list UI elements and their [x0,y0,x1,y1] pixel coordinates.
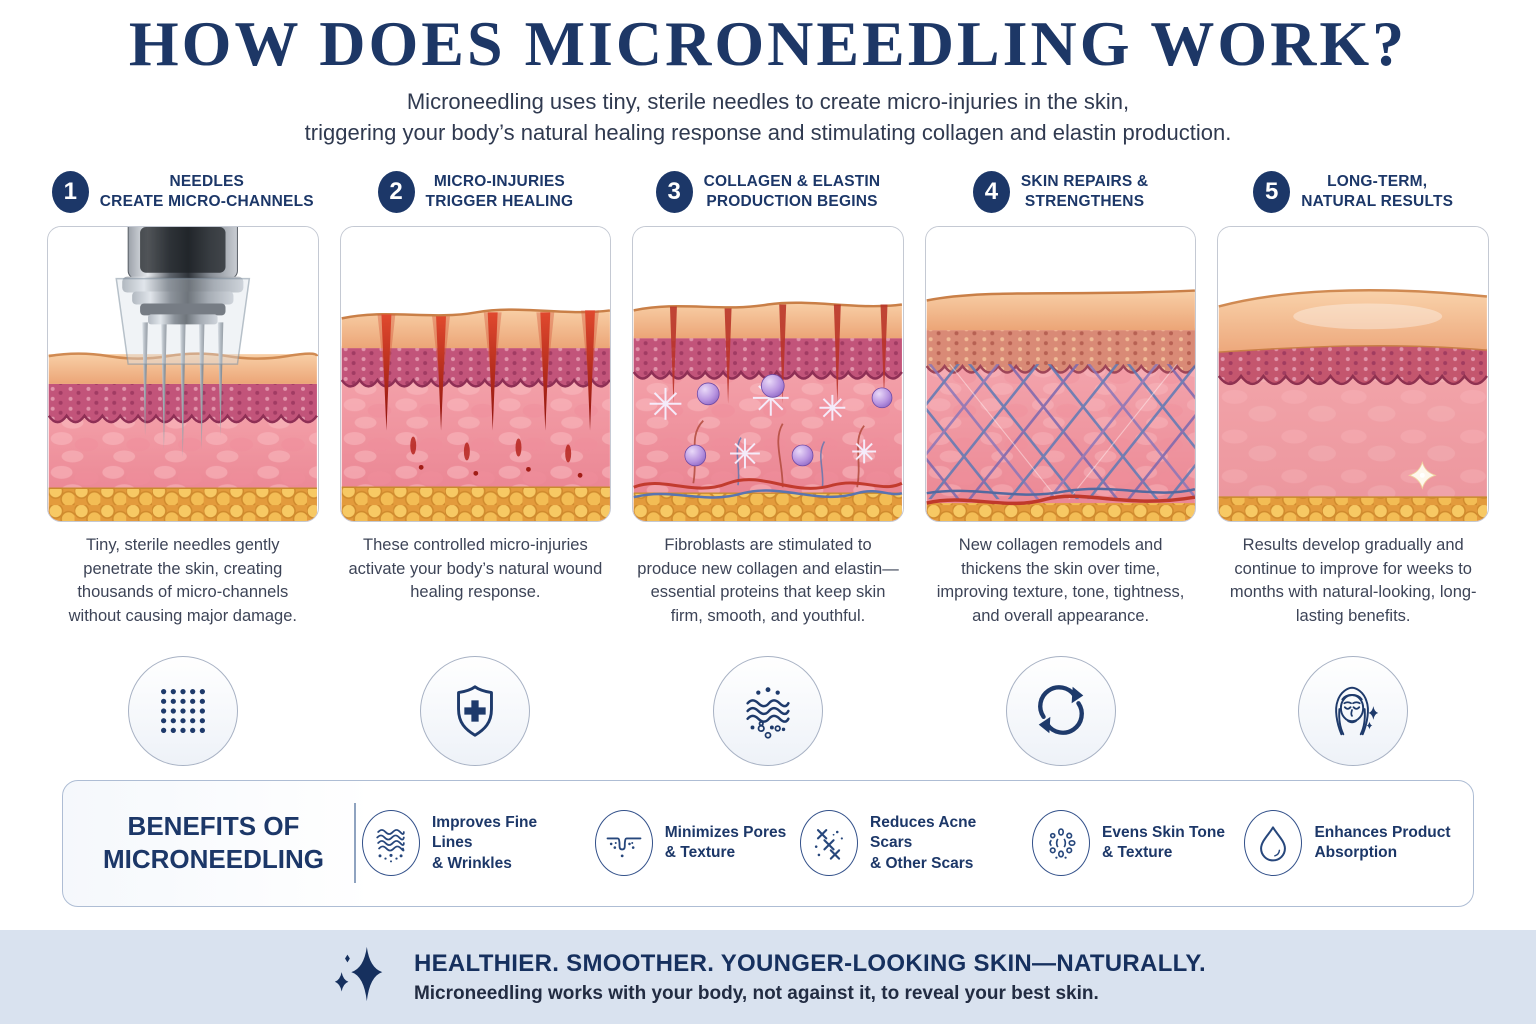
step-1-header: 1 NEEDLES CREATE MICRO-CHANNELS [47,166,319,218]
collagen-waves-icon [712,655,823,766]
pores-icon [594,810,653,877]
step-4-title: SKIN REPAIRS & STRENGTHENS [1020,172,1149,210]
result-sparkle [1408,460,1438,490]
healing-channels [670,304,888,404]
benefit-item-acne-scars: Reduces Acne Scars & Other Scars [800,810,1019,877]
blood-vessels [633,419,903,499]
step-1-description: Tiny, sterile needles gently penetrate t… [68,535,297,625]
step-3-title: COLLAGEN & ELASTIN PRODUCTION BEGINS [703,172,881,210]
collagen-lattice [926,363,1195,500]
step-3-description: Fibroblasts are stimulated to produce ne… [637,535,899,625]
header: HOW DOES MICRONEEDLING WORK? Microneedli… [0,0,1536,148]
collagen-sparkles [649,379,877,469]
acne-scars-icon [800,810,858,877]
subtitle-line-2: triggering your body’s natural healing r… [304,119,1232,145]
benefit-label: Enhances Product Absorption [1314,823,1451,862]
skin-illustration-step-2 [339,225,612,522]
skin-illustration-step-1 [47,225,319,522]
step-3-number-badge: 3 [655,170,693,213]
skin-illustration-step-5 [1217,225,1489,522]
needles [142,322,224,458]
step-5-number-badge: 5 [1253,170,1291,213]
benefit-item-fine-lines: Improves Fine Lines & Wrinkles [362,810,581,877]
footer-banner: HEALTHIER. SMOOTHER. YOUNGER-LOOKING SKI… [0,930,1536,1024]
fibroblasts [684,374,893,467]
microneedling-device [115,226,251,365]
blood-vessels [926,487,1195,506]
face-sparkle-icon [1298,655,1409,766]
benefit-label: Improves Fine Lines & Wrinkles [432,813,538,872]
droplet-icon [1244,810,1303,877]
collagen-network-illustration [925,226,1196,521]
benefit-label: Minimizes Pores & Texture [664,823,787,862]
fine-lines-icon [362,810,420,877]
benefit-item-skin-tone: Evens Skin Tone & Texture [1019,810,1238,877]
skin-device-illustration [48,226,318,521]
footer-text: HEALTHIER. SMOOTHER. YOUNGER-LOOKING SKI… [414,950,1206,1005]
step-4-number-badge: 4 [972,170,1010,213]
step-5-header: 5 LONG-TERM, NATURAL RESULTS [1217,166,1489,218]
step-5-title: LONG-TERM, NATURAL RESULTS [1301,172,1454,210]
skin-layers [633,301,903,521]
benefit-item-absorption: Enhances Product Absorption [1238,810,1457,877]
step-1-number-badge: 1 [51,170,89,213]
skin-layers [1218,288,1488,521]
healthy-skin-illustration [1218,226,1488,521]
shield-plus-icon [420,655,531,766]
step-2-number-badge: 2 [377,170,415,213]
footer-headline: HEALTHIER. SMOOTHER. YOUNGER-LOOKING SKI… [413,949,1207,977]
micro-injury-illustration [340,226,611,521]
step-column-2: 2 MICRO-INJURIES TRIGGER HEALING [339,166,612,766]
sparkle-icon [330,942,392,1013]
subtitle-line-1: Microneedling uses tiny, sterile needles… [406,89,1130,115]
skin-tone-icon [1032,810,1091,877]
benefit-label: Evens Skin Tone & Texture [1102,823,1225,862]
benefit-item-pores: Minimizes Pores & Texture [581,810,800,877]
step-5-description: Results develop gradually and continue t… [1229,535,1477,625]
step-column-5: 5 LONG-TERM, NATURAL RESULTS [1217,166,1489,766]
page-subtitle: Microneedling uses tiny, sterile needles… [0,87,1536,148]
step-column-4: 4 SKIN REPAIRS & STRENGTHENS [924,166,1197,766]
benefits-bar: BENEFITS OF MICRONEEDLING [62,779,1474,907]
benefits-divider [354,803,356,884]
benefit-label: Reduces Acne Scars & Other Scars [870,813,977,872]
micro-injury-channels [377,310,599,478]
step-2-description: These controlled micro-injuries activate… [348,535,603,602]
skin-illustration-step-4 [924,225,1197,522]
skin-illustration-step-3 [632,225,904,522]
fibroblast-illustration [633,226,903,521]
step-2-title: MICRO-INJURIES TRIGGER HEALING [425,172,574,210]
footer-subtext: Microneedling works with your body, not … [413,982,1099,1004]
skin-layers [925,289,1196,521]
renewal-cycle-icon [1005,655,1116,766]
step-column-1: 1 NEEDLES CREATE MICRO-CHANNELS [47,166,319,766]
benefits-heading: BENEFITS OF MICRONEEDLING [103,811,324,875]
steps-row: 1 NEEDLES CREATE MICRO-CHANNELS [0,166,1536,766]
step-1-title: NEEDLES CREATE MICRO-CHANNELS [99,172,314,210]
step-4-description: New collagen remodels and thickens the s… [936,535,1185,625]
step-column-3: 3 COLLAGEN & ELASTIN PRODUCTION BEGINS [632,166,904,766]
step-2-header: 2 MICRO-INJURIES TRIGGER HEALING [340,166,612,218]
step-4-header: 4 SKIN REPAIRS & STRENGTHENS [925,166,1197,218]
dot-matrix-icon [127,655,238,766]
page-title: HOW DOES MICRONEEDLING WORK? [128,8,1408,79]
step-3-header: 3 COLLAGEN & ELASTIN PRODUCTION BEGINS [632,166,904,218]
